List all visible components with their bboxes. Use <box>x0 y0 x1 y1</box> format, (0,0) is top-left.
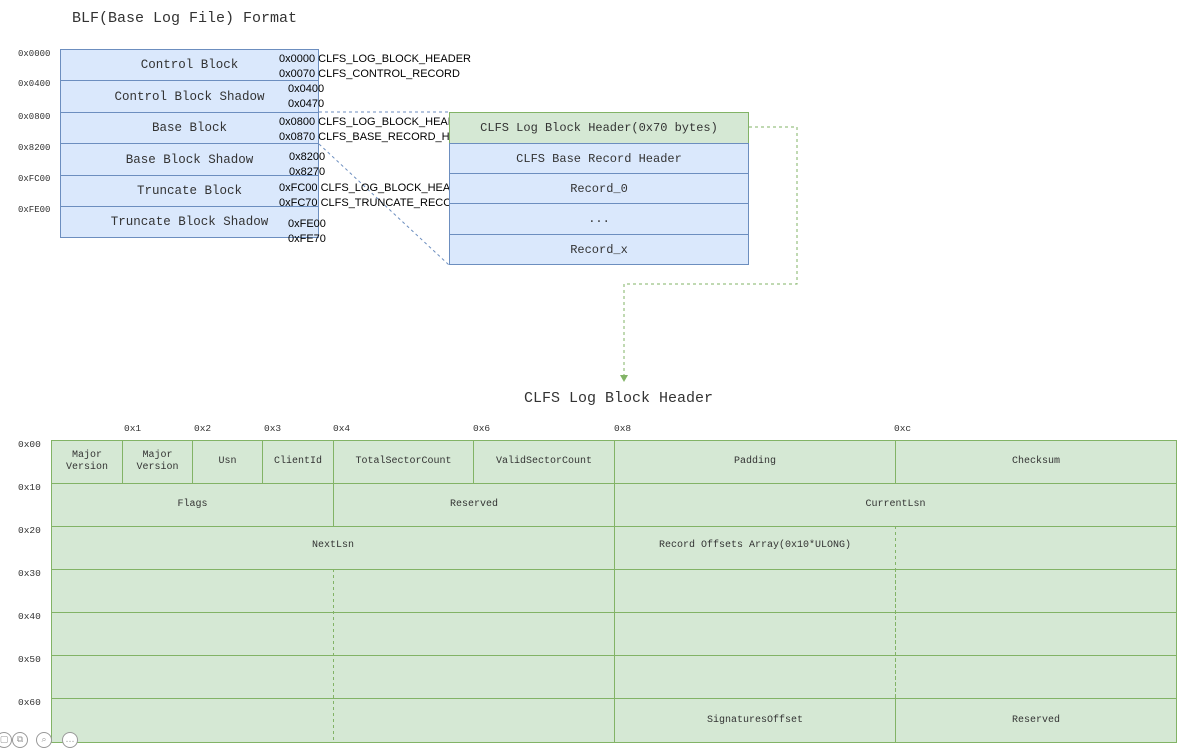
record-x: Record_x <box>449 234 749 265</box>
arrow-head-icon <box>620 375 628 382</box>
annotation: 0x0870 CLFS_BASE_RECORD_HEADER <box>279 131 488 143</box>
field-total-sector-count: TotalSectorCount <box>355 456 452 467</box>
blf-offset-base-block-shadow: 0x8200 <box>18 143 51 153</box>
blf-offset-control-block-shadow: 0x0400 <box>18 79 51 89</box>
column-offset: 0x6 <box>473 423 491 434</box>
blf-offset-control-block: 0x0000 <box>18 49 51 59</box>
row-offset: 0x30 <box>18 568 41 579</box>
record-log-block-header: CLFS Log Block Header(0x70 bytes) <box>449 112 749 144</box>
blf-offset-base-block: 0x0800 <box>18 112 51 122</box>
blf-block-label: Control Block Shadow <box>114 89 265 104</box>
record-row-label: CLFS Log Block Header(0x70 bytes) <box>480 121 718 135</box>
log-block-header-title: CLFS Log Block Header <box>524 390 714 407</box>
field-reserved-2: Reserved <box>1011 715 1060 726</box>
record-row-label: Record_0 <box>570 181 628 196</box>
annotation: 0x8200 <box>289 151 326 163</box>
blf-control-block: Control Block <box>60 49 319 81</box>
field-checksum: Checksum <box>1011 456 1060 467</box>
blf-truncate-block: Truncate Block <box>60 175 319 207</box>
column-offset: 0x2 <box>194 423 212 434</box>
zoom-icon[interactable]: ⌕ <box>36 732 52 748</box>
annotation: 0x0070 CLFS_CONTROL_RECORD <box>279 68 460 80</box>
column-offset: 0x1 <box>124 423 142 434</box>
record-row-label: CLFS Base Record Header <box>516 151 682 166</box>
annotation: 0x0400 <box>288 83 325 95</box>
blf-block-label: Control Block <box>140 58 239 72</box>
field-next-lsn: NextLsn <box>311 540 354 551</box>
field-padding: Padding <box>733 456 776 467</box>
more-icon[interactable]: … <box>62 732 78 748</box>
blf-offset-truncate-block-shadow: 0xFE00 <box>18 205 51 215</box>
field-major-version-2: Major Version <box>136 450 179 473</box>
column-offset: 0x4 <box>333 423 351 434</box>
annotation: 0x0470 <box>288 98 325 110</box>
row-offset: 0x10 <box>18 482 41 493</box>
column-offset: 0x3 <box>264 423 282 434</box>
field-client-id: ClientId <box>273 456 322 467</box>
blf-offset-truncate-block: 0xFC00 <box>18 174 51 184</box>
annotation: 0x0800 CLFS_LOG_BLOCK_HEADER <box>279 116 471 128</box>
header-detail-arrow-line <box>623 126 798 375</box>
row-offset: 0x00 <box>18 439 41 450</box>
record-row-label: ... <box>588 212 610 226</box>
blf-title: BLF(Base Log File) Format <box>72 10 298 27</box>
field-current-lsn: CurrentLsn <box>865 499 926 510</box>
record-row-label: Record_x <box>570 242 628 257</box>
annotation: 0x0000 CLFS_LOG_BLOCK_HEADER <box>279 53 471 65</box>
field-valid-sector-count: ValidSectorCount <box>495 456 592 467</box>
annotation: 0xFE00 <box>288 218 326 230</box>
column-offset: 0x8 <box>614 423 632 434</box>
page-icon[interactable]: ▢ <box>0 732 12 748</box>
annotation: 0xFC00 CLFS_LOG_BLOCK_HEADER <box>279 182 474 194</box>
field-record-offsets-array: Record Offsets Array(0x10*ULONG) <box>658 540 852 551</box>
blf-block-label: Truncate Block <box>136 184 243 198</box>
blf-base-block: Base Block <box>60 112 319 144</box>
column-offset: 0xc <box>894 423 912 434</box>
blf-base-block-shadow: Base Block Shadow <box>60 143 319 176</box>
field-major-version-1: Major Version <box>65 450 108 473</box>
annotation: 0xFE70 <box>288 233 326 245</box>
copy-icon[interactable]: ⧉ <box>12 732 28 748</box>
blf-block-label: Base Block Shadow <box>125 152 254 167</box>
row-offset: 0x50 <box>18 654 41 665</box>
field-usn: Usn <box>218 456 237 467</box>
row-offset: 0x60 <box>18 697 41 708</box>
record-base-record-header: CLFS Base Record Header <box>449 143 749 174</box>
row-offset: 0x40 <box>18 611 41 622</box>
field-reserved-1: Reserved <box>449 499 498 510</box>
annotation: 0x8270 <box>289 166 326 178</box>
blf-block-label: Truncate Block Shadow <box>110 215 269 229</box>
row-offset: 0x20 <box>18 525 41 536</box>
field-signatures-offset: SignaturesOffset <box>706 715 803 726</box>
field-flags: Flags <box>177 499 208 510</box>
blf-truncate-block-shadow: Truncate Block Shadow <box>60 206 319 238</box>
blf-block-label: Base Block <box>151 121 227 135</box>
